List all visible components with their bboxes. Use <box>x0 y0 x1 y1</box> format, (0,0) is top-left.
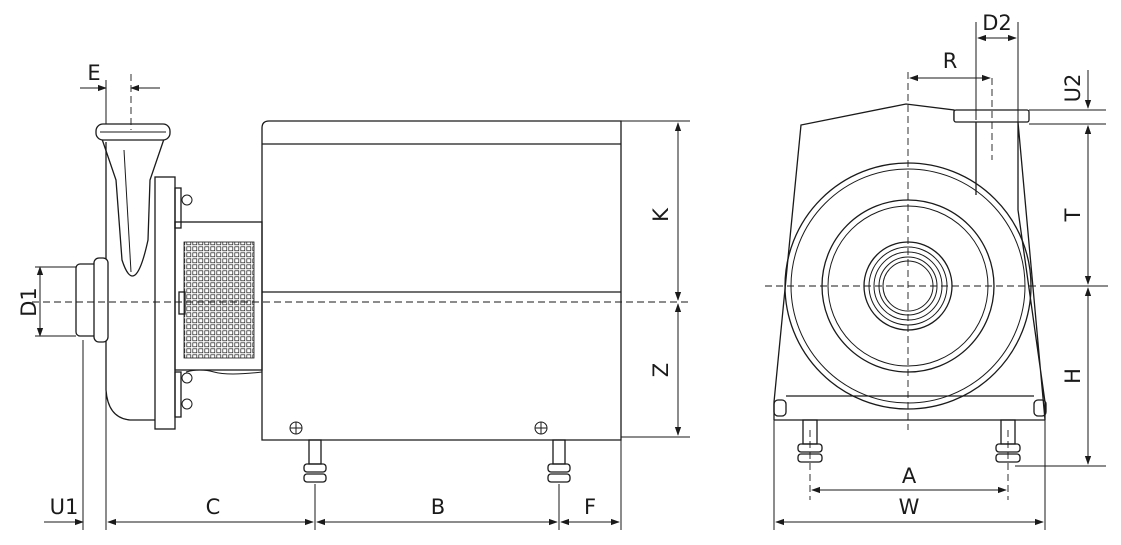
label-B: B <box>431 495 445 519</box>
side-view <box>32 74 690 530</box>
label-Z: Z <box>649 363 673 377</box>
label-C: C <box>206 495 221 519</box>
label-D1: D1 <box>17 287 41 317</box>
pump-casing <box>75 123 171 421</box>
label-D2: D2 <box>982 11 1012 35</box>
label-U1: U1 <box>50 495 79 519</box>
motor-adapter <box>174 221 263 375</box>
label-A: A <box>902 464 917 488</box>
motor-feet <box>303 439 571 483</box>
label-T: T <box>1061 208 1085 222</box>
label-E: E <box>87 61 100 85</box>
front-view <box>765 22 1108 530</box>
label-F: F <box>584 495 596 519</box>
label-H: H <box>1061 368 1085 384</box>
pump-flange <box>154 176 193 430</box>
label-W: W <box>899 495 920 519</box>
motor-housing <box>261 120 622 441</box>
label-R: R <box>943 49 958 73</box>
label-K: K <box>649 207 673 222</box>
label-U2: U2 <box>1061 74 1085 103</box>
